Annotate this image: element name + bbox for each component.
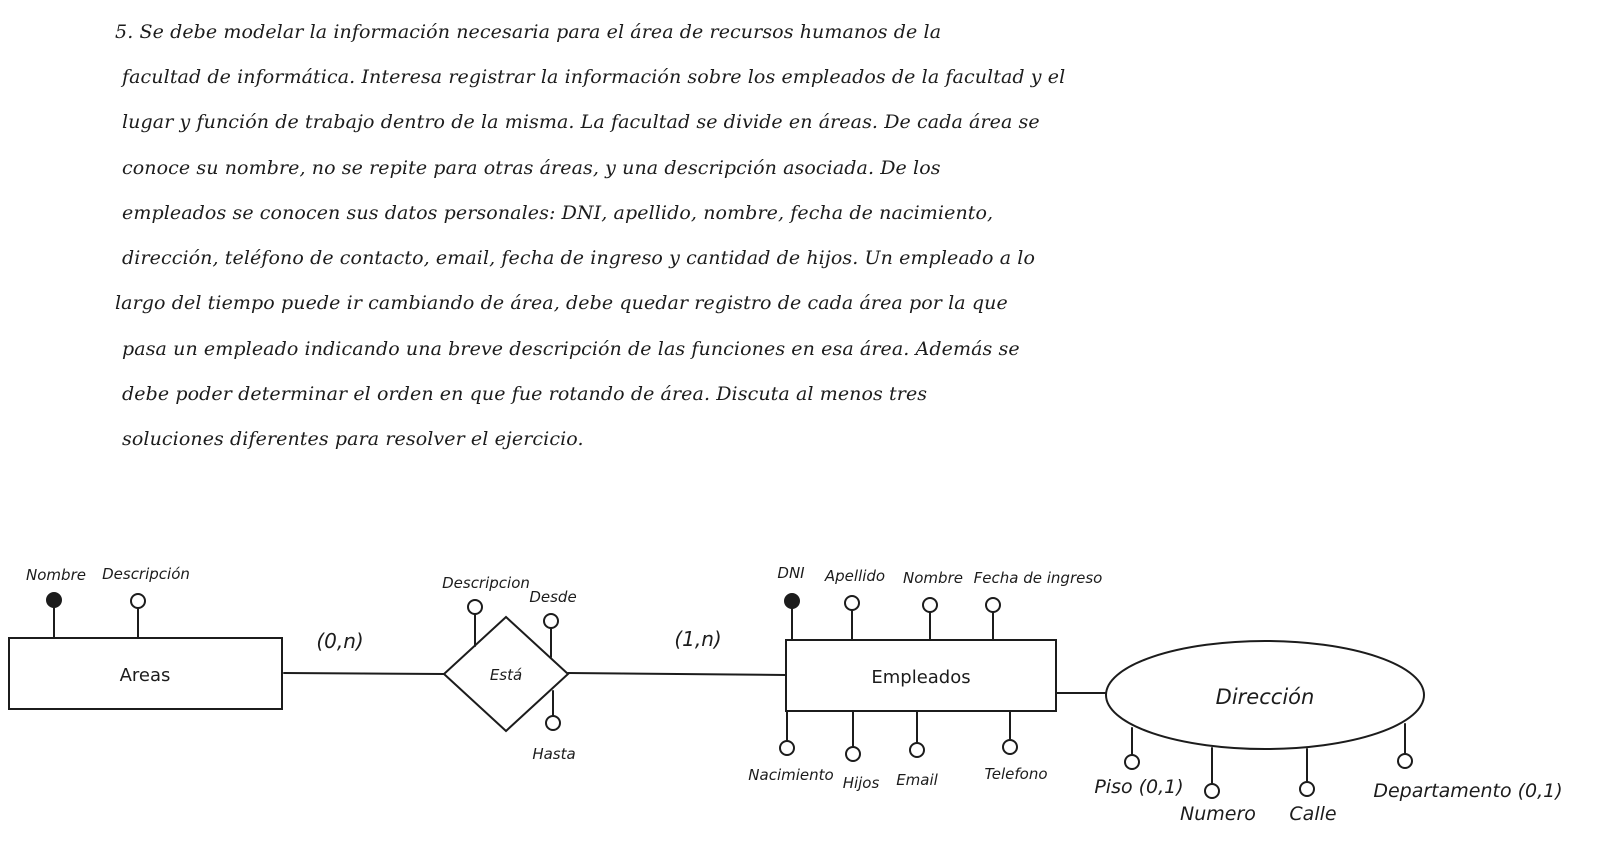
attribute-empleados-nombre-label: Nombre: [903, 569, 963, 587]
attribute-esta-desde-label: Desde: [529, 588, 576, 606]
cardinality-empleados: (1,n): [674, 627, 721, 651]
problem-line: pasa un empleado indicando una breve des…: [122, 338, 1020, 360]
problem-line: soluciones diferentes para resolver el e…: [122, 428, 584, 450]
attribute-marker: [545, 715, 561, 731]
entity-areas-label: Areas: [120, 665, 171, 686]
cardinality-areas: (0,n): [316, 629, 363, 653]
attribute-marker: [1204, 783, 1220, 799]
attribute-marker: [909, 742, 925, 758]
attribute-marker: [543, 613, 559, 629]
key-attribute-marker: [784, 593, 800, 609]
attribute-marker: [985, 597, 1001, 613]
attribute-marker: [779, 740, 795, 756]
attribute-empleados-dni-label: DNI: [777, 564, 805, 582]
attribute-esta-descripcion-label: Descripcion: [442, 574, 530, 592]
problem-line: conoce su nombre, no se repite para otra…: [122, 157, 941, 179]
attribute-marker: [130, 593, 146, 609]
attribute-marker: [1124, 754, 1140, 770]
problem-line: facultad de informática. Interesa regist…: [122, 66, 1066, 88]
connector-esta-empleados: [567, 672, 787, 676]
attribute-marker: [1002, 739, 1018, 755]
problem-statement: 5. Se debe modelar la información necesa…: [115, 21, 1066, 450]
attribute-direccion-departamento-label: Departamento (0,1): [1373, 780, 1562, 802]
attribute-esta-hasta-label: Hasta: [532, 745, 575, 763]
composite-attribute-direccion-label: Dirección: [1216, 685, 1315, 709]
attribute-empleados-email-label: Email: [896, 771, 938, 789]
attribute-marker: [844, 595, 860, 611]
attribute-empleados-apellido-label: Apellido: [824, 567, 885, 585]
attribute-marker: [922, 597, 938, 613]
key-attribute-marker: [46, 592, 62, 608]
problem-line: debe poder determinar el orden en que fu…: [122, 383, 928, 405]
entity-empleados: [785, 639, 1057, 712]
attribute-areas-nombre-label: Nombre: [26, 566, 86, 584]
connector-areas-esta: [283, 672, 445, 675]
entity-empleados-label: Empleados: [871, 667, 970, 688]
problem-line: 5. Se debe modelar la información necesa…: [115, 21, 942, 43]
attribute-empleados-telefono-label: Telefono: [984, 765, 1047, 783]
attribute-direccion-calle-label: Calle: [1289, 803, 1336, 825]
attribute-marker: [1397, 753, 1413, 769]
attribute-areas-descripcion-label: Descripción: [102, 565, 190, 583]
attribute-empleados-nacimiento-label: Nacimiento: [748, 766, 833, 784]
relationship-esta-label: Está: [490, 666, 522, 684]
attribute-empleados-fecha-ingreso-label: Fecha de ingreso: [974, 569, 1103, 587]
problem-line: largo del tiempo puede ir cambiando de á…: [115, 292, 1008, 314]
composite-attribute-direccion: [1105, 640, 1425, 750]
attribute-direccion-numero-label: Numero: [1180, 803, 1256, 825]
problem-line: lugar y función de trabajo dentro de la …: [122, 111, 1040, 133]
attribute-marker: [1299, 781, 1315, 797]
attribute-marker: [845, 746, 861, 762]
attribute-marker: [467, 599, 483, 615]
problem-line: dirección, teléfono de contacto, email, …: [122, 247, 1035, 269]
problem-line: empleados se conocen sus datos personale…: [122, 202, 994, 224]
entity-areas: [8, 637, 283, 710]
attribute-direccion-piso-label: Piso (0,1): [1094, 776, 1183, 798]
attribute-empleados-hijos-label: Hijos: [843, 774, 880, 792]
